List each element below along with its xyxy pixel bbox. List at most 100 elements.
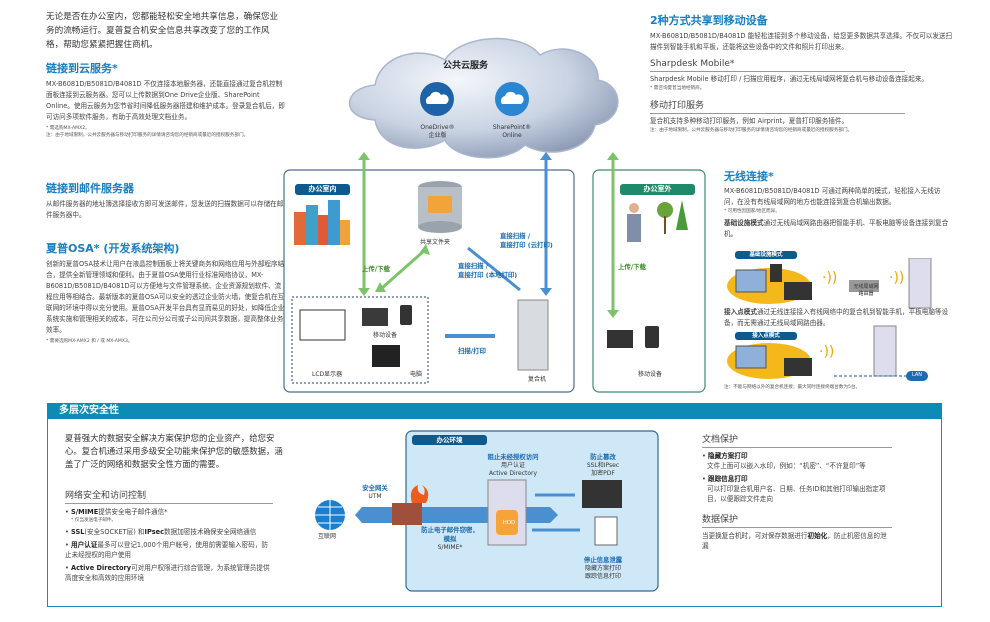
ipsec-bold: IPsec xyxy=(144,528,165,536)
buildings-icon xyxy=(294,200,350,245)
tablet-icon xyxy=(784,358,812,376)
smime-text: 提供安全电子邮件通信* xyxy=(98,508,168,516)
bullet-smime: • S/MIME提供安全电子邮件通信* xyxy=(65,508,168,516)
smime-note: * 仅当发送电子邮件。 xyxy=(71,518,117,523)
infra-desc: 基础设施模式通过无线局域网路由器把智能手机、平板电脑等设备连接到复合机。 xyxy=(724,218,949,240)
ap-desc: 接入点模式通过无线连接接入有线网络中的复合机到智能手机，平板电脑等设备，而无需通… xyxy=(724,307,949,329)
ap-tag: 接入点模式 xyxy=(735,332,797,340)
mail-body: 从邮件服务器的地址簿选择接收方即可发送邮件，您发送的扫描数据可以存储在邮件服务器… xyxy=(46,200,284,219)
security-intro: 夏普强大的数据安全解决方案保护您的企业资产，给您安心。复合机通过采用多级安全功能… xyxy=(65,433,283,469)
cloud-section: 链接到云服务* MX-B6081D/B5081D/B4081D 不仅连接本地服务… xyxy=(46,60,286,139)
wireless-diagram: ·)) ·)) ·)) xyxy=(727,258,932,381)
local-print-label: 直接扫描 /直接打印 (本地打印) xyxy=(458,262,517,280)
ssl-bold: SSL xyxy=(71,528,85,536)
mail-title: 链接到邮件服务器 xyxy=(46,182,134,195)
ssl-ipsec-label: SSL和IPsec xyxy=(586,462,620,469)
ssl-text: 数据加密技术确保安全网络通信 xyxy=(164,528,257,536)
pc-security-icon xyxy=(582,480,622,508)
office-in-tag: 办公室内 xyxy=(295,184,350,195)
spoof-label: 模拟 xyxy=(443,535,457,543)
network-diagram xyxy=(283,37,706,393)
mobile-print-body: 复合机支持多种移动打印服务，例如 Airprint，夏普打印服务插件。 xyxy=(650,117,849,125)
tablet-out-icon xyxy=(645,326,659,348)
gateway-name: 安全网关 xyxy=(362,484,388,492)
upload-label-in: 上传/下载 xyxy=(362,265,390,273)
firewall-icon xyxy=(392,503,422,525)
cloud-print-label: 直接扫描 /直接打印 (云打印) xyxy=(500,232,553,250)
office-in-frame xyxy=(283,169,575,393)
lcd-label: LCD显示器 xyxy=(312,371,343,378)
bullet-ssl: • SSL(安全SOCKET层) 和IPsec数据加密技术确保安全网络通信 xyxy=(65,528,257,536)
businessman-icon xyxy=(627,203,641,242)
utm-name: UTM xyxy=(368,493,382,500)
upload-arrow-in xyxy=(358,152,370,296)
lan-label: LAN xyxy=(911,372,923,378)
cloud-note-1: * 需选购MX-AMX2。 xyxy=(46,126,90,131)
folder-arrow xyxy=(375,244,430,292)
osa-body: 创新的夏普OSA技术让用户在液晶控制面板上将关键商务和网络应用与外部程序结合，提… xyxy=(46,260,285,334)
sharpdesk-title: Sharpdesk Mobile* xyxy=(650,59,905,72)
laptop-icon xyxy=(735,345,767,369)
pc-label: 电脑 xyxy=(410,371,423,378)
stop-leak: 停止信息泄露 xyxy=(583,556,623,564)
security-diagram xyxy=(315,430,659,592)
cloud-title-label: 公共云服务 xyxy=(443,61,489,71)
user-auth-text: 最多可以登记1,000个用户帐号，使用前需要输入密码，防止未经授权的用户使用 xyxy=(65,541,268,559)
user-auth-label: 用户认证 xyxy=(500,462,525,469)
local-print-line1: 直接扫描 / xyxy=(458,262,489,270)
gateway-arrow xyxy=(355,507,558,523)
wireless-note: * 可用性因国家/地区而异。 xyxy=(724,209,780,214)
wireless-foot-note: 注：不能与网络以外的复合机连接；最大同时连接终端台数为5台。 xyxy=(724,385,861,390)
network-security-title: 网络安全和访问控制 xyxy=(65,488,273,504)
mobile-body: MX-B6081D/B5081D/B4081D 能轻松连接到多个移动设备，给您更… xyxy=(650,32,953,51)
intro-text: 无论是否在办公室内，您都能轻松安全地共享信息，确保您业务的流畅运行。夏普复合机安… xyxy=(46,12,279,50)
mobile-section: 2种方式共享到移动设备 MX-B6081D/B5081D/B4081D 能轻松连… xyxy=(650,12,955,134)
tablet-icon xyxy=(784,282,812,300)
leak-label: 停止信息泄露隐藏方案打印跟踪信息打印 xyxy=(578,556,628,581)
mobile-print-title: 移动打印服务 xyxy=(650,98,905,114)
hidden-print-label: 隐藏方案打印 xyxy=(584,565,621,572)
mfp-ap-icon xyxy=(873,325,897,377)
shared-folder-icon xyxy=(418,181,462,233)
track-print-text: 可以打印复合机用户名、日期、任务ID和其他打印输出指定项目，以便跟踪文件走向 xyxy=(707,485,886,503)
data-protection-title: 数据保护 xyxy=(702,512,892,528)
sharpdesk-body: Sharpdesk Mobile 移动打印 / 扫描应用程序，通过无线局域网将复… xyxy=(650,75,929,83)
osa-section: 夏普OSA* (开发系统架构) 创新的夏普OSA技术让用户在液晶控制面板上将关键… xyxy=(46,240,286,345)
mfp-icon xyxy=(908,258,932,309)
wireless-body: MX-B6081D/B5081D/B4081D 可通过两种简单的模式，轻松接入无… xyxy=(724,187,941,206)
router-line2: 路由器 xyxy=(858,291,874,297)
hidden-print-text: 文件上面可以嵌入水印，例如：“机密”、“不许复印”等 xyxy=(707,462,866,470)
infra-body: 通过无线局域网路由器把智能手机、平板电脑等设备连接到复合机。 xyxy=(724,219,949,238)
local-print-line2: 直接打印 (本地打印) xyxy=(458,271,518,279)
laptop-icon xyxy=(735,269,767,293)
local-print-arrow xyxy=(467,246,521,292)
smime-label: S/MIME* xyxy=(437,544,463,551)
sharepoint-sub: Online xyxy=(502,132,522,139)
mobile-print-note: 注：由于地域限制，公共云服务器与移动打印服务的详情请咨询您的经销商或最近的授权服… xyxy=(650,128,853,133)
wireless-section: 无线连接* MX-B6081D/B5081D/B4081D 可通过两种简单的模式… xyxy=(724,168,949,240)
onedrive-sub: 企业版 xyxy=(428,132,447,139)
sharepoint-label: SharePoint®Online xyxy=(487,124,537,140)
prevent-tamper: 防止篡改 xyxy=(590,453,616,461)
bullet-user-auth: • 用户认证最多可以登记1,000个用户帐号，使用前需要输入密码，防止未经授权的… xyxy=(65,541,268,559)
data-bold: 初始化 xyxy=(807,532,828,540)
sharepoint-name: SharePoint® xyxy=(492,124,532,131)
cloud-title: 链接到云服务* xyxy=(46,62,118,75)
fire-icon xyxy=(410,485,429,503)
bullet-track-print: • 跟踪信息打印 xyxy=(702,475,748,483)
onedrive-label: OneDrive®企业版 xyxy=(415,124,460,140)
router-icon xyxy=(849,280,879,292)
upload-label-out: 上传/下载 xyxy=(618,263,646,271)
track-print-label: 跟踪信息打印 xyxy=(584,573,621,580)
scan-print-label: 扫描/打印 xyxy=(458,347,486,355)
user-auth-bold: 用户认证 xyxy=(71,541,98,549)
ssl-mid: (安全SOCKET层) 和 xyxy=(84,528,145,536)
shared-folder-label: 共享文件夹 xyxy=(420,239,451,246)
cloud-shape xyxy=(348,37,619,159)
doc-protection-title: 文档保护 xyxy=(702,432,892,448)
hdd-icon xyxy=(496,510,518,535)
